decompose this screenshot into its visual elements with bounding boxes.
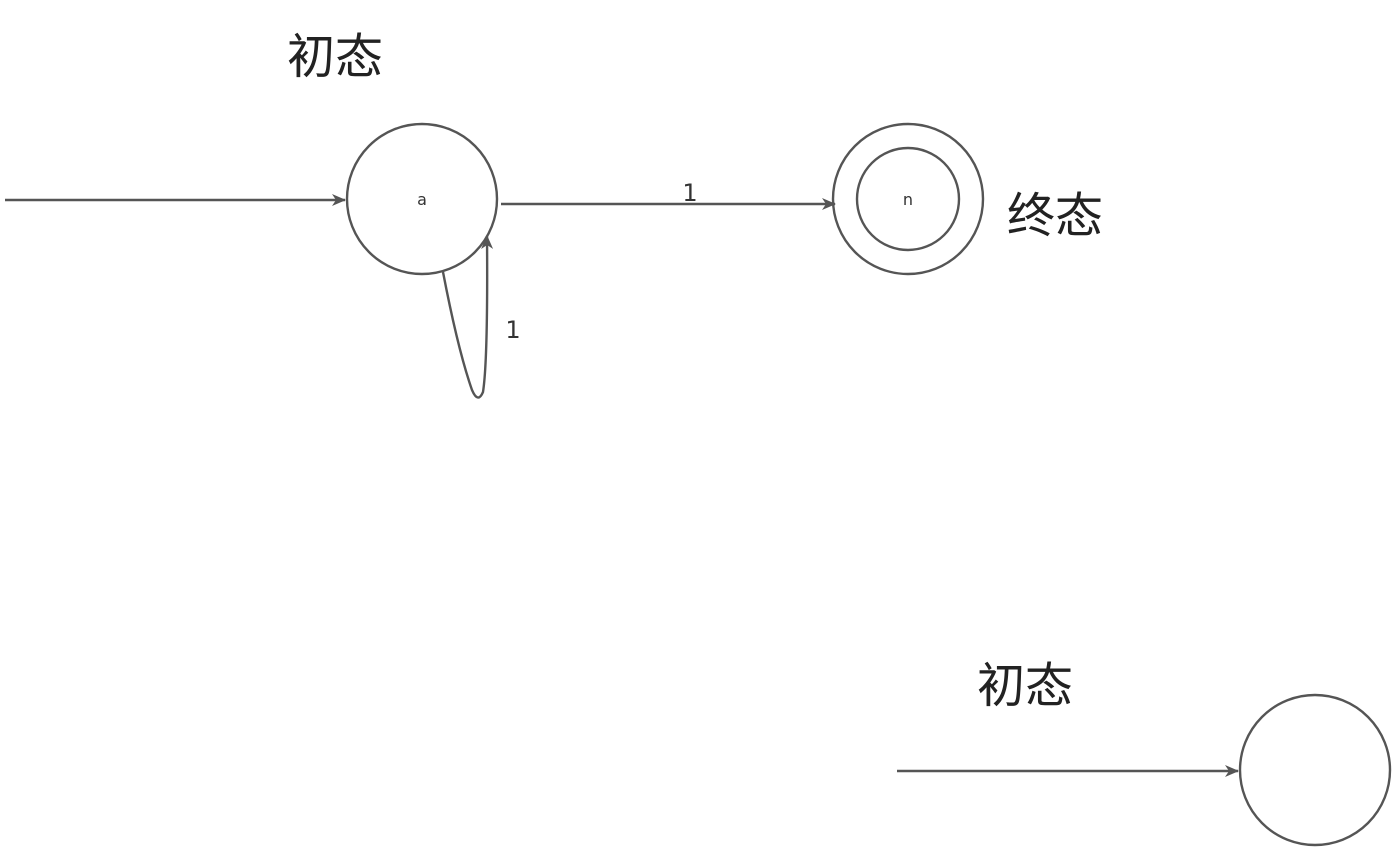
state-n-label: n bbox=[903, 190, 913, 209]
bottom-automaton: 初态 bbox=[897, 658, 1392, 847]
state-a-label: a bbox=[417, 190, 427, 209]
self-loop-a-label: 1 bbox=[505, 316, 520, 344]
bottom-state-circle bbox=[1238, 693, 1392, 847]
top-automaton: 初态 a 1 1 n 终态 bbox=[5, 29, 1103, 399]
top-initial-state-label: 初态 bbox=[287, 29, 383, 85]
state-n-outer-circle bbox=[831, 122, 985, 276]
state-a-circle bbox=[345, 122, 499, 276]
bottom-initial-state-label: 初态 bbox=[977, 658, 1073, 714]
state-n-inner-circle bbox=[855, 146, 961, 252]
top-final-state-label: 终态 bbox=[1007, 188, 1103, 244]
edge-a-to-n-label: 1 bbox=[682, 179, 697, 207]
self-loop-a bbox=[441, 235, 494, 399]
